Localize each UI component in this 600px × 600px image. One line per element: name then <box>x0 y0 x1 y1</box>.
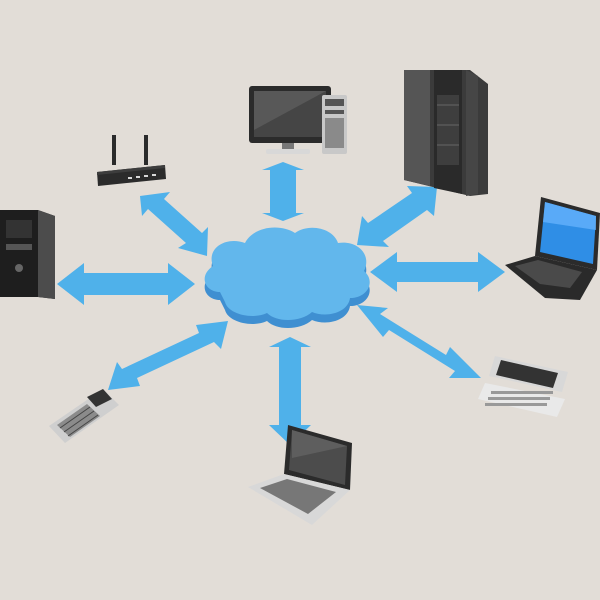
cloud-icon <box>204 227 370 329</box>
feature-phone-icon <box>49 389 119 443</box>
laptop-icon <box>248 425 352 525</box>
desktop-monitor-icon <box>249 86 347 154</box>
tower-pc-icon <box>0 210 55 299</box>
arrow-cloud-laptop-silver <box>269 337 311 445</box>
server-rack-icon <box>404 70 488 196</box>
connection-arrows <box>57 162 505 445</box>
arrow-cloud-wifi-router <box>140 192 208 256</box>
router-icon <box>97 135 166 186</box>
arrow-cloud-smartphone-keyboard <box>357 305 481 378</box>
arrow-cloud-desktop-monitor <box>262 162 304 221</box>
arrow-cloud-tower-pc <box>57 263 195 305</box>
laptop-icon <box>505 197 600 300</box>
arrow-cloud-server-rack <box>357 186 437 247</box>
arrow-cloud-feature-phone <box>108 321 228 390</box>
arrow-cloud-laptop-blue-screen <box>370 252 505 292</box>
smartphone-icon <box>478 356 568 417</box>
